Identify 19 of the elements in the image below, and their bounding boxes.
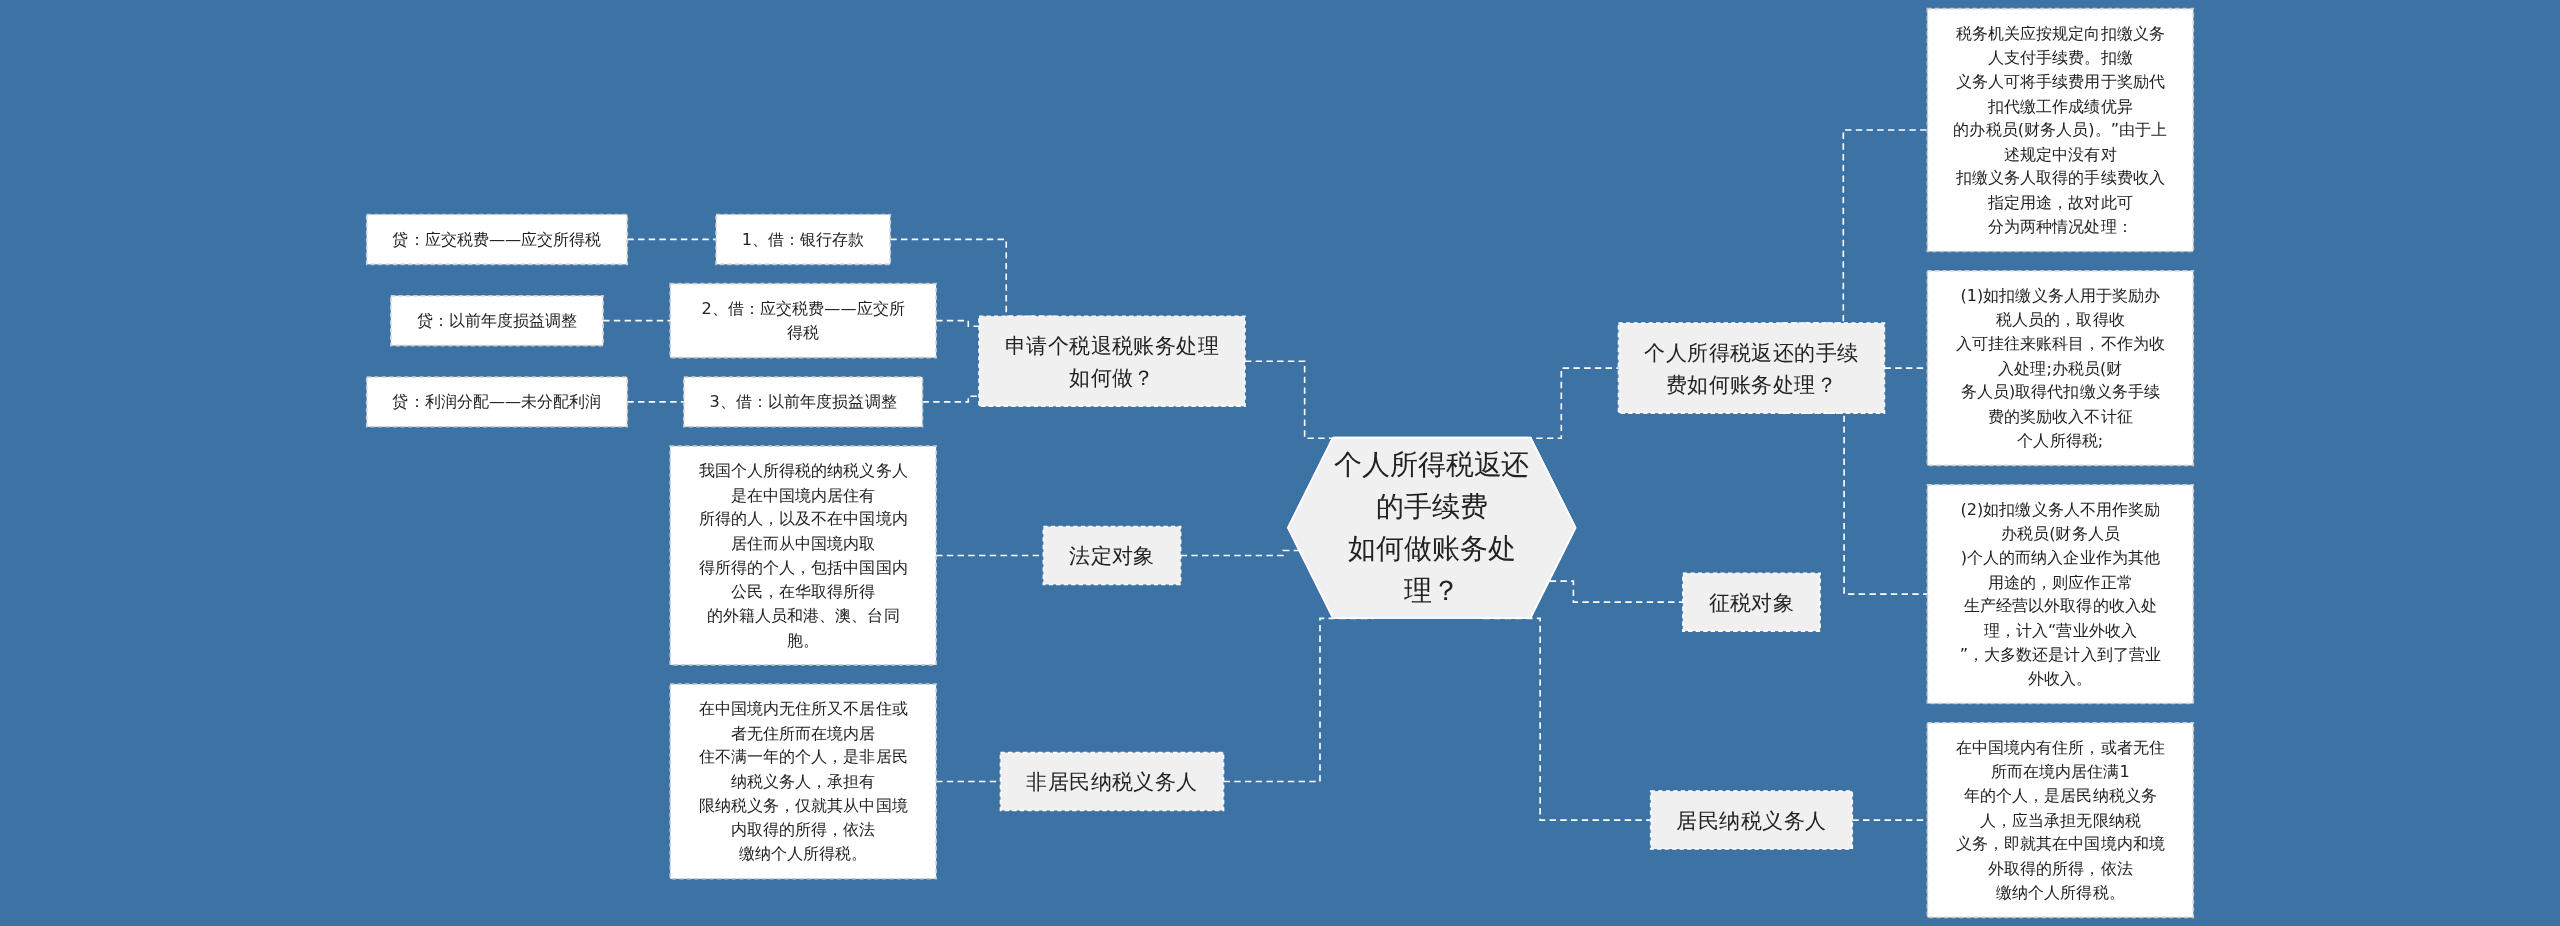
node-box: (2)如扣缴义务人不用作奖励办税员(财务人员)个人的而纳入企业作为其他用途的，则应作正常生产经营以外取得的收入处理，计入“营业外收入”，大多数还是计入到了营业外收入。 bbox=[1926, 483, 2195, 705]
node-box: 法定对象 bbox=[1042, 525, 1182, 586]
node-box: 我国个人所得税的纳税义务人是在中国境内居住有所得的人，以及不在中国境内居住而从中国境内取得所得的个人，包括中国国内公民，在华取得所得的外籍人员和港、澳、台同胞。 bbox=[669, 445, 937, 666]
node-box: 贷：以前年度损益调整 bbox=[390, 294, 604, 347]
node-box: (1)如扣缴义务人用于奖励办税人员的，取得收入可挂往来账科目，不作为收入处理;办税员(财务人员)取得代扣缴义务手续费的奖励收入不计征个人所得税; bbox=[1926, 269, 2195, 467]
node-box: 在中国境内有住所，或者无住所而在境内居住满1年的个人，是居民纳税义务人，应当承担无限纳税义务，即就其在中国境内和境外取得的所得，依法缴纳个人所得税。 bbox=[1926, 721, 2195, 919]
node-box: 居民纳税义务人 bbox=[1649, 790, 1854, 850]
node-box: 在中国境内无住所又不居住或者无住所而在境内居住不满一年的个人，是非居民纳税义务人，承担有限纳税义务，仅就其从中国境内取得的所得，依法缴纳个人所得税。 bbox=[669, 683, 937, 880]
node-box: 贷：利润分配——未分配利润 bbox=[365, 376, 629, 428]
node-box: 2、借：应交税费——应交所得税 bbox=[669, 282, 937, 359]
node-box: 个人所得税返还的手续费如何账务处理？ bbox=[1617, 322, 1886, 414]
node-box: 非居民纳税义务人 bbox=[999, 751, 1225, 812]
node-box: 3、借：以前年度损益调整 bbox=[683, 376, 924, 428]
node-box: 1、借：银行存款 bbox=[715, 213, 892, 266]
node-box: 征税对象 bbox=[1682, 572, 1821, 632]
node-box: 贷：应交税费——应交所得税 bbox=[365, 213, 629, 266]
node-box: 申请个税退税账务处理如何做？ bbox=[978, 315, 1246, 408]
connector bbox=[626, 238, 717, 241]
node-box: 税务机关应按规定向扣缴义务人支付手续费。扣缴义务人可将手续费用于奖励代扣代缴工作成绩优异的办税员(财务人员)。”由于上述规定中没有对扣缴义务人取得的手续费收入指定用途，故对此可分为两种情况处理： bbox=[1926, 7, 2195, 253]
